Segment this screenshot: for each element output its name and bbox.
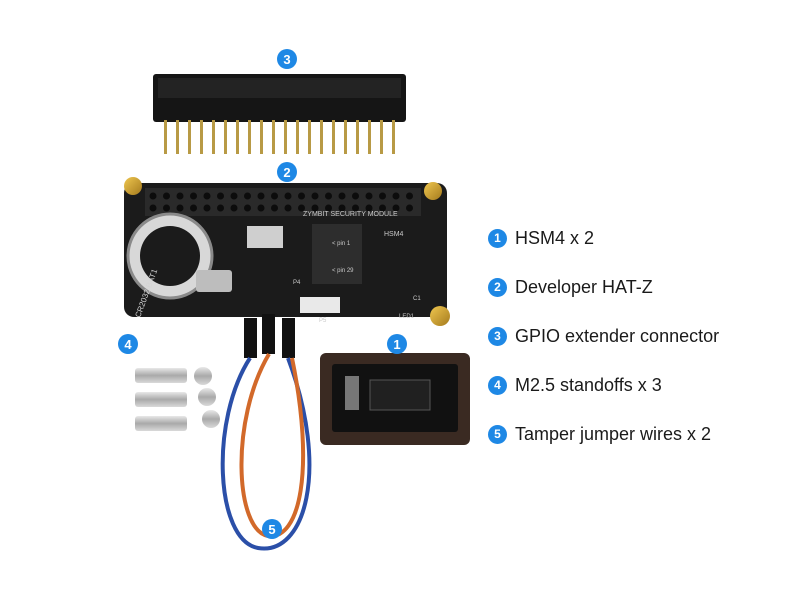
legend-item-hsm4: 1 HSM4 x 2 <box>488 226 719 250</box>
header-hole <box>149 204 157 212</box>
header-hole <box>203 192 211 200</box>
connector-pin <box>212 120 215 154</box>
m25-standoffs <box>135 367 220 431</box>
connector-pin <box>392 120 395 154</box>
brass-standoff <box>124 177 142 195</box>
header-hole <box>163 204 170 212</box>
legend-label: Developer HAT-Z <box>515 276 653 297</box>
c1-text: C1 <box>413 296 421 302</box>
connector-pin <box>248 120 251 154</box>
component-legend: 1 HSM4 x 2 2 Developer HAT-Z 3 GPIO exte… <box>488 226 719 471</box>
connector-pin <box>368 120 371 154</box>
legend-item-developer-hat: 2 Developer HAT-Z <box>488 275 719 299</box>
header-hole <box>325 192 332 200</box>
header-hole <box>338 192 346 200</box>
connector-pin <box>296 120 299 154</box>
connector-pin <box>188 120 191 154</box>
legend-item-jumper-wires: 5 Tamper jumper wires x 2 <box>488 422 719 446</box>
legend-number-badge: 3 <box>488 326 507 346</box>
legend-item-gpio-extender: 3 GPIO extender connector <box>488 324 719 348</box>
header-hole <box>298 192 305 200</box>
header-hole <box>365 192 373 200</box>
header-hole <box>217 192 224 200</box>
marker-5: 5 <box>262 519 282 539</box>
legend-label: Tamper jumper wires x 2 <box>515 423 712 444</box>
connector-pin <box>320 120 323 154</box>
p5-text: P5 <box>319 318 327 324</box>
header-hole <box>338 204 346 212</box>
connector-pin <box>224 120 227 154</box>
header-hole <box>230 204 238 212</box>
led1-text: LED1 <box>399 314 415 320</box>
header-hole <box>244 204 251 212</box>
header-hole <box>311 204 319 212</box>
silkscreen-module-text: ZYMBIT SECURITY MODULE <box>303 211 398 218</box>
connector-pin <box>308 120 311 154</box>
header-hole <box>406 204 413 212</box>
marker-2: 2 <box>277 162 297 182</box>
connector-pin <box>200 120 203 154</box>
connector-pin <box>236 120 239 154</box>
legend-label: M2.5 standoffs x 3 <box>515 374 662 395</box>
header-hole <box>163 192 170 200</box>
header-hole <box>379 204 386 212</box>
header-hole <box>325 204 332 212</box>
connector-pin <box>332 120 335 154</box>
header-hole <box>190 204 197 212</box>
connector-pin <box>284 120 287 154</box>
marker-3: 3 <box>277 49 297 69</box>
brass-standoff <box>424 182 442 200</box>
header-hole <box>392 192 400 200</box>
connector-pin <box>380 120 383 154</box>
header-hole <box>352 204 359 212</box>
header-hole <box>406 192 413 200</box>
legend-number-badge: 5 <box>488 424 507 444</box>
gpio-extender-connector <box>153 74 406 154</box>
legend-number-badge: 2 <box>488 277 507 297</box>
connector-pin <box>272 120 275 154</box>
header-hole <box>244 192 251 200</box>
header-hole <box>271 192 278 200</box>
header-hole <box>176 204 184 212</box>
header-hole <box>284 204 292 212</box>
legend-label: HSM4 x 2 <box>515 227 595 248</box>
header-hole <box>176 192 184 200</box>
p4-text: P4 <box>293 280 301 286</box>
header-hole <box>352 192 359 200</box>
developer-hat-z-board: ZYMBIT SECURITY MODULE HSM4 < pin 1 < pi… <box>124 177 450 326</box>
silkscreen-hsm-text: HSM4 <box>384 231 404 238</box>
header-hole <box>217 204 224 212</box>
hsm4-module <box>320 353 470 445</box>
header-hole <box>257 192 265 200</box>
header-hole <box>203 204 211 212</box>
header-hole <box>284 192 292 200</box>
connector-pin <box>176 120 179 154</box>
marker-1: 1 <box>387 334 407 354</box>
pin1-text: < pin 1 <box>332 241 351 247</box>
header-hole <box>392 204 400 212</box>
brass-standoff <box>430 306 450 326</box>
header-hole <box>379 192 386 200</box>
header-hole <box>149 192 157 200</box>
pin29-text: < pin 29 <box>332 268 354 274</box>
header-hole <box>230 192 238 200</box>
header-hole <box>257 204 265 212</box>
header-hole <box>365 204 373 212</box>
header-hole <box>190 192 197 200</box>
legend-label: GPIO extender connector <box>515 325 720 346</box>
connector-pin <box>164 120 167 154</box>
header-hole <box>311 192 319 200</box>
connector-pin <box>344 120 347 154</box>
legend-number-badge: 1 <box>488 228 507 248</box>
connector-pin <box>260 120 263 154</box>
legend-item-standoffs: 4 M2.5 standoffs x 3 <box>488 373 719 397</box>
header-hole <box>271 204 278 212</box>
header-hole <box>298 204 305 212</box>
legend-number-badge: 4 <box>488 375 507 395</box>
tamper-jumper-wires <box>220 314 312 551</box>
connector-pin <box>356 120 359 154</box>
marker-4: 4 <box>118 334 138 354</box>
